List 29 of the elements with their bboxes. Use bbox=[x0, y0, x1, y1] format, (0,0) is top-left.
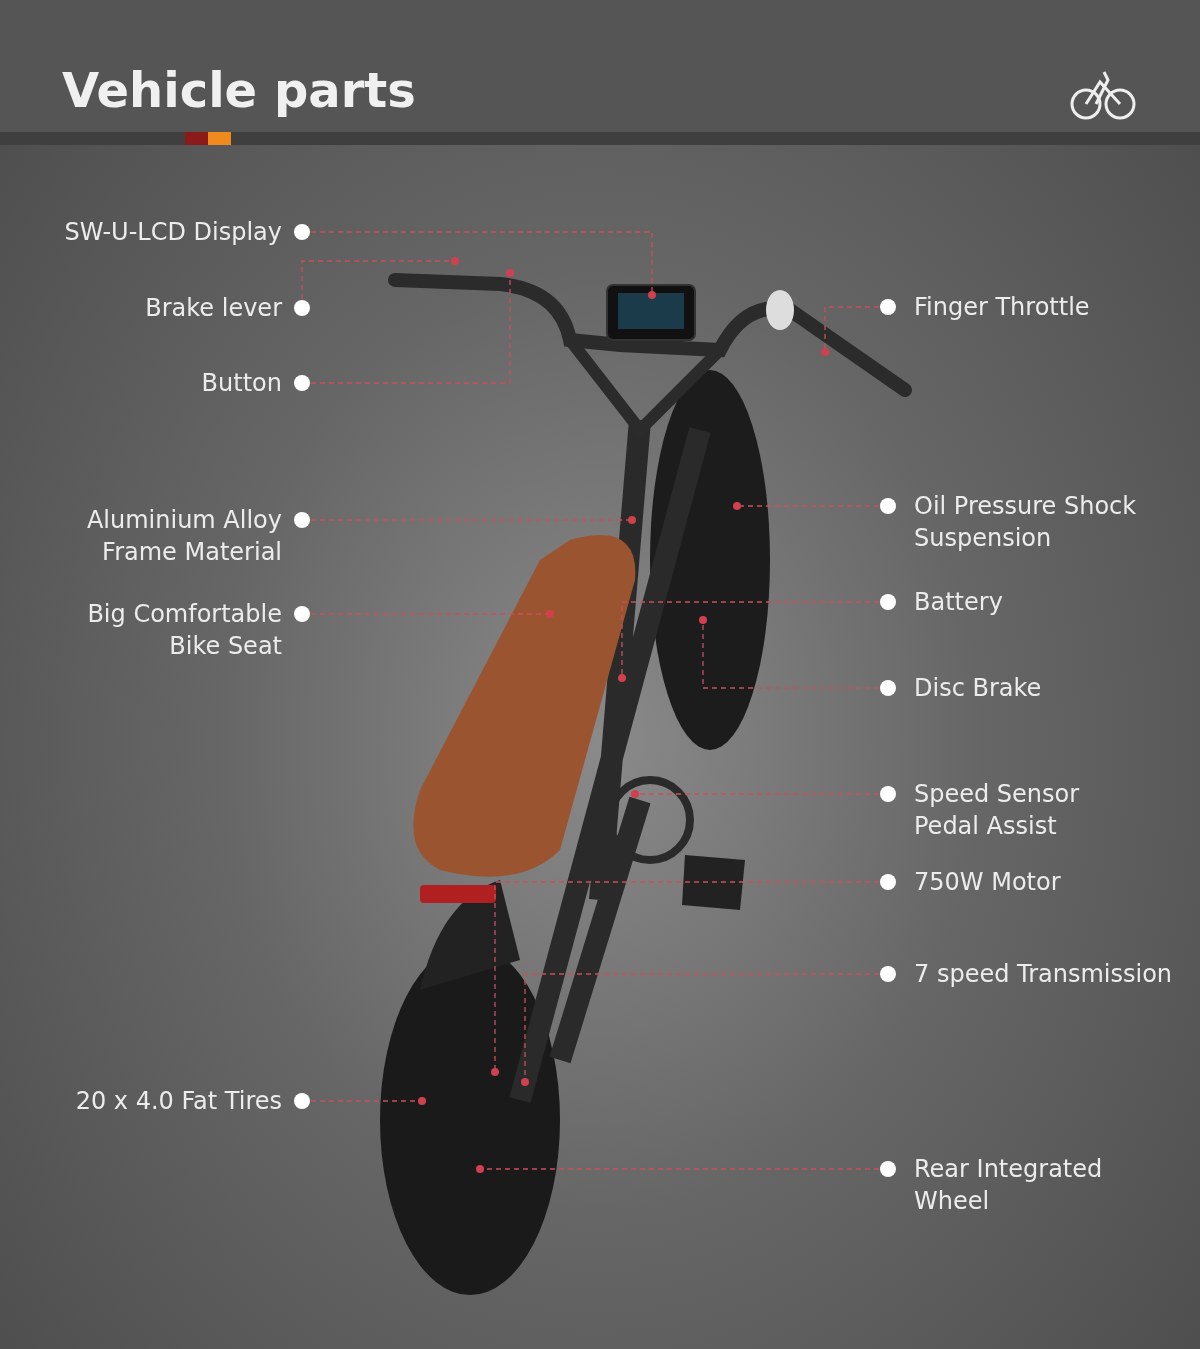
callout-label: Battery bbox=[914, 586, 1114, 618]
callout-label: Rear Integrated Wheel bbox=[914, 1153, 1144, 1217]
callout-label: Button bbox=[82, 367, 282, 399]
leader-line bbox=[821, 299, 896, 356]
leader-line bbox=[294, 1093, 426, 1109]
callout-label: Oil Pressure Shock Suspension bbox=[914, 490, 1150, 554]
leader-line bbox=[294, 269, 514, 391]
callout-label: 7 speed Transmission bbox=[914, 958, 1174, 990]
callout-label: SW-U-LCD Display bbox=[22, 216, 282, 248]
leader-line bbox=[521, 966, 896, 1086]
callout-label: Speed Sensor Pedal Assist bbox=[914, 778, 1114, 842]
leader-line bbox=[618, 594, 896, 682]
callout-label: Brake lever bbox=[82, 292, 282, 324]
callout-label: 20 x 4.0 Fat Tires bbox=[42, 1085, 282, 1117]
page-title: Vehicle parts bbox=[62, 61, 416, 120]
leader-line bbox=[294, 257, 459, 316]
callout-label: Finger Throttle bbox=[914, 291, 1144, 323]
leader-line bbox=[294, 224, 656, 299]
leader-line bbox=[491, 874, 896, 1076]
callout-label: Big Comfortable Bike Seat bbox=[52, 598, 282, 662]
callout-label: Disc Brake bbox=[914, 672, 1114, 704]
leader-line bbox=[476, 1161, 896, 1177]
leader-line bbox=[631, 786, 896, 802]
leader-line bbox=[294, 606, 554, 622]
callout-label: 750W Motor bbox=[914, 866, 1114, 898]
callout-label: Aluminium Alloy Frame Material bbox=[52, 504, 282, 568]
leader-line bbox=[733, 498, 896, 514]
leader-line bbox=[699, 616, 896, 696]
leader-line bbox=[294, 512, 636, 528]
